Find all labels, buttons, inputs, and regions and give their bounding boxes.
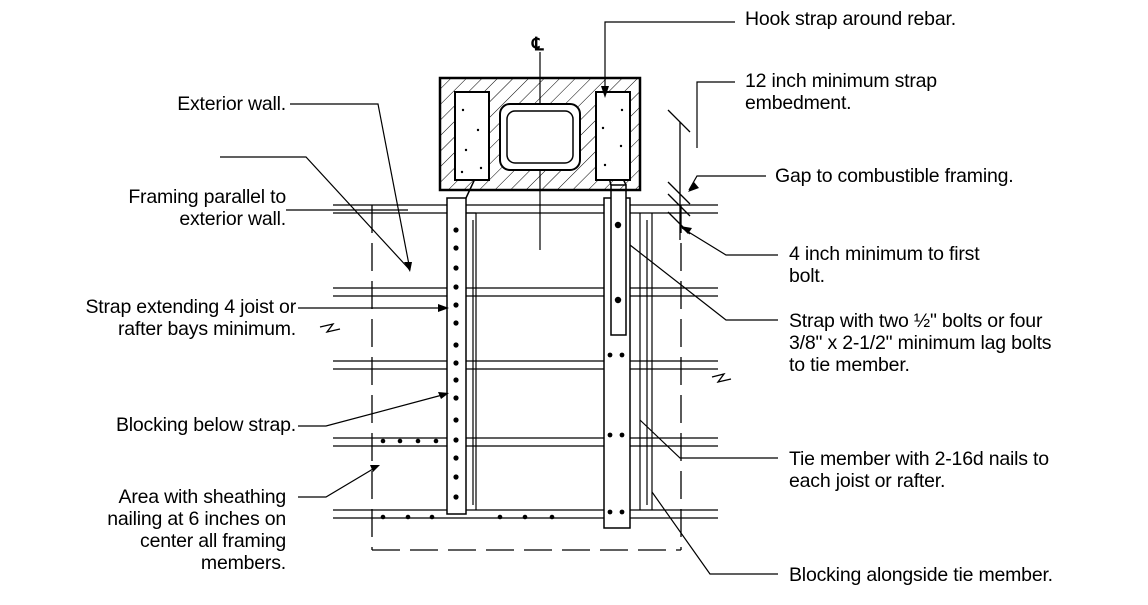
label-blocking-tie: Blocking alongside tie member. (789, 564, 1053, 586)
label-strap-extending: Strap extending 4 joist or rafter bays m… (85, 296, 296, 340)
framing-members (333, 204, 718, 519)
blocking-below-strap (466, 212, 477, 510)
break-marks (319, 322, 732, 384)
arrowheads (370, 86, 699, 472)
label-strap-bolts: Strap with two ½" bolts or four 3/8" x 2… (789, 310, 1052, 376)
nails (380, 221, 625, 520)
label-blocking-below: Blocking below strap. (115, 414, 296, 436)
label-framing-parallel: Framing parallel to exterior wall. (128, 186, 286, 230)
centerline-symbol: ℄ (531, 34, 544, 54)
label-first-bolt: 4 inch minimum to first bolt. (789, 243, 980, 287)
dashed-boundary (371, 205, 682, 551)
dimension-marks (667, 109, 691, 240)
label-tie-member: Tie member with 2-16d nails to each jois… (789, 448, 1049, 492)
label-sheathing: Area with sheathing nailing at 6 inches … (107, 486, 286, 574)
leader-lines (220, 21, 778, 575)
label-embedment: 12 inch minimum strap embedment. (745, 70, 937, 114)
label-hook-strap: Hook strap around rebar. (745, 8, 956, 30)
label-gap: Gap to combustible framing. (775, 165, 1014, 187)
label-exterior-wall: Exterior wall. (177, 93, 286, 115)
